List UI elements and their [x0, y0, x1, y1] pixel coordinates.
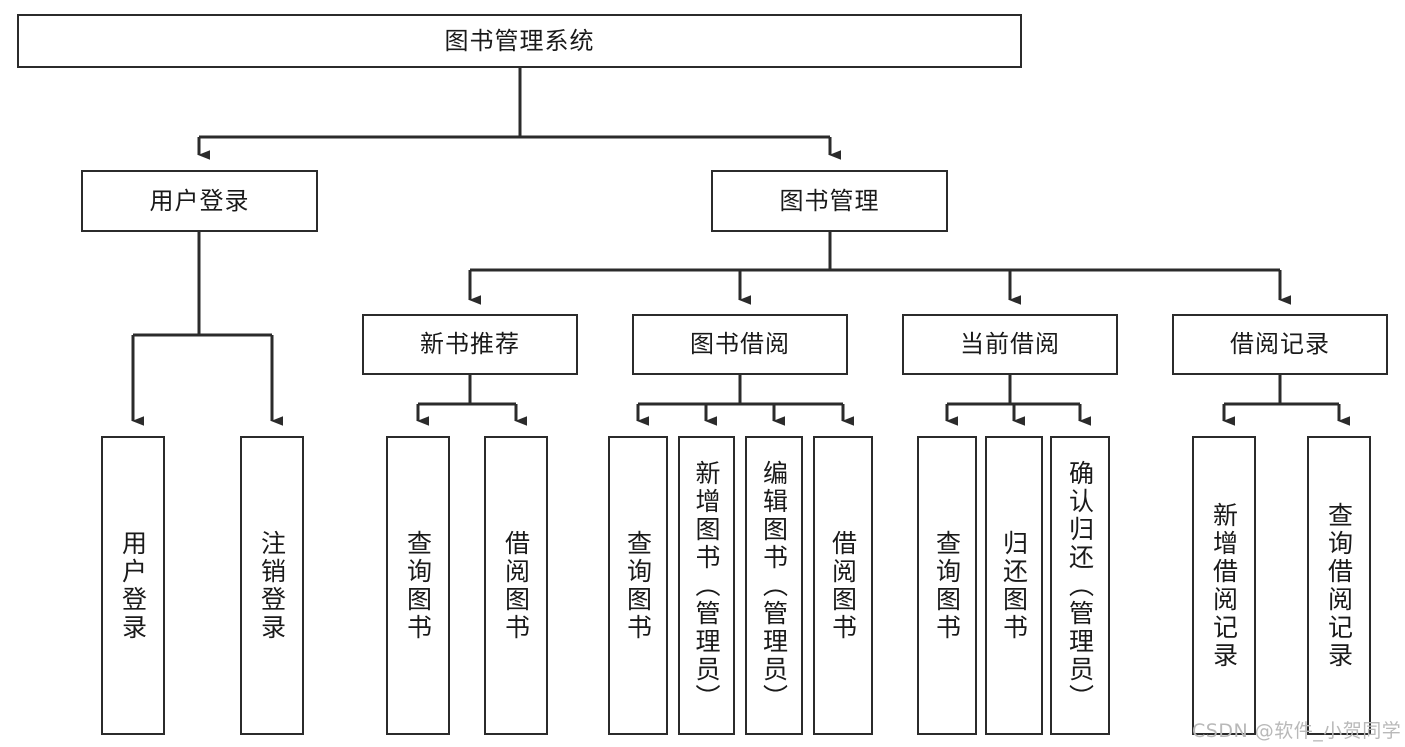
leaf-edit-book-admin[interactable]: 编辑图书（管理员） — [745, 436, 803, 735]
leaf-add-book-admin-label: 新增图书（管理员） — [692, 459, 721, 712]
leaf-confirm-return-admin-label: 确认归还（管理员） — [1065, 459, 1095, 712]
leaf-borrow-book-recommend-label: 借阅图书 — [501, 529, 531, 642]
leaf-return-book[interactable]: 归还图书 — [985, 436, 1043, 735]
leaf-query-book-borrow[interactable]: 查询图书 — [608, 436, 668, 735]
node-new-book-recommend[interactable]: 新书推荐 — [362, 314, 578, 375]
node-book-manage-label: 图书管理 — [779, 186, 880, 215]
node-current-borrow[interactable]: 当前借阅 — [902, 314, 1118, 375]
node-book-borrow[interactable]: 图书借阅 — [632, 314, 848, 375]
node-user-login-label: 用户登录 — [149, 186, 250, 215]
node-borrow-record[interactable]: 借阅记录 — [1172, 314, 1388, 375]
node-borrow-record-label: 借阅记录 — [1230, 330, 1330, 359]
leaf-return-book-label: 归还图书 — [999, 529, 1029, 642]
leaf-add-borrow-record-label: 新增借阅记录 — [1209, 501, 1239, 670]
leaf-query-book-recommend-label: 查询图书 — [403, 529, 433, 642]
leaf-logout-login[interactable]: 注销登录 — [240, 436, 304, 735]
leaf-query-book-borrow-label: 查询图书 — [623, 529, 653, 642]
leaf-add-book-admin[interactable]: 新增图书（管理员） — [678, 436, 735, 735]
node-root-label: 图书管理系统 — [444, 26, 595, 55]
leaf-borrow-book[interactable]: 借阅图书 — [813, 436, 873, 735]
node-root[interactable]: 图书管理系统 — [17, 14, 1022, 68]
node-user-login[interactable]: 用户登录 — [81, 170, 318, 232]
leaf-borrow-book-recommend[interactable]: 借阅图书 — [484, 436, 548, 735]
leaf-query-borrow-record[interactable]: 查询借阅记录 — [1307, 436, 1371, 735]
node-new-book-recommend-label: 新书推荐 — [420, 330, 520, 359]
leaf-borrow-book-label: 借阅图书 — [828, 529, 858, 642]
node-current-borrow-label: 当前借阅 — [960, 330, 1060, 359]
leaf-query-borrow-record-label: 查询借阅记录 — [1324, 501, 1354, 670]
csdn-watermark: CSDN @软件_小贺同学 — [1192, 720, 1402, 742]
leaf-user-login[interactable]: 用户登录 — [101, 436, 165, 735]
node-book-borrow-label: 图书借阅 — [690, 330, 790, 359]
leaf-query-book-current-label: 查询图书 — [932, 529, 962, 642]
leaf-edit-book-admin-label: 编辑图书（管理员） — [759, 459, 789, 712]
leaf-logout-login-label: 注销登录 — [257, 529, 287, 642]
leaf-add-borrow-record[interactable]: 新增借阅记录 — [1192, 436, 1256, 735]
node-book-manage[interactable]: 图书管理 — [711, 170, 948, 232]
leaf-user-login-label: 用户登录 — [118, 529, 148, 642]
leaf-query-book-current[interactable]: 查询图书 — [917, 436, 977, 735]
leaf-confirm-return-admin[interactable]: 确认归还（管理员） — [1050, 436, 1110, 735]
leaf-query-book-recommend[interactable]: 查询图书 — [386, 436, 450, 735]
